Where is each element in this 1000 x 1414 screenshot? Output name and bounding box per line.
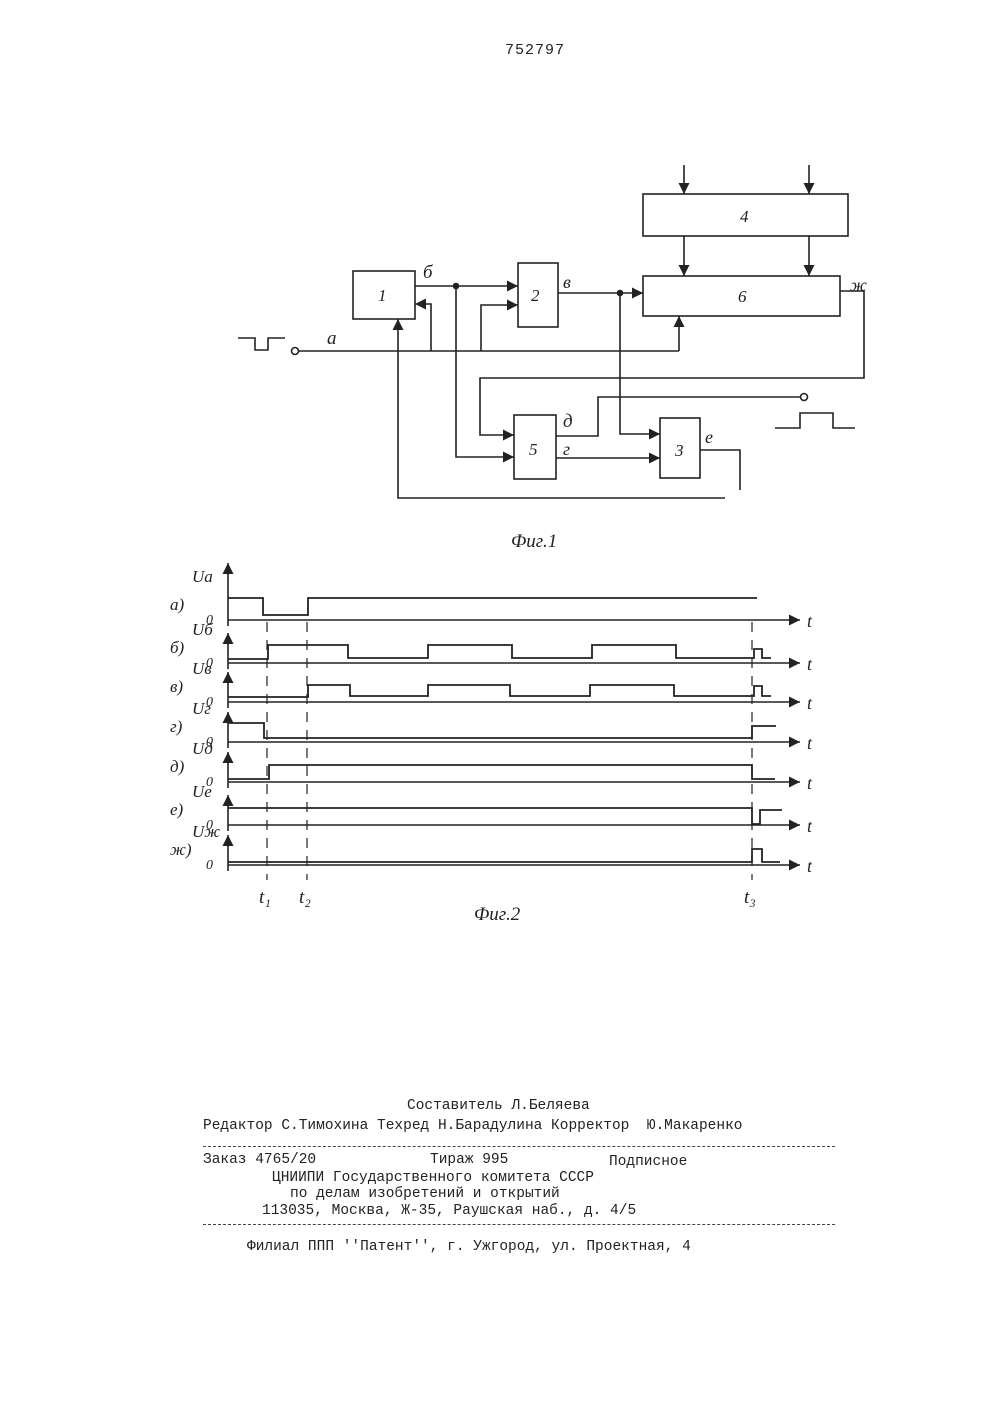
waveform-4 bbox=[228, 765, 775, 779]
row-t-label-2: t bbox=[807, 693, 813, 713]
row-t-label-4: t bbox=[807, 773, 813, 793]
row-t-label-6: t bbox=[807, 856, 813, 876]
row-axis-label-1: Uб bbox=[192, 620, 213, 639]
time-marker-label-1: t₂ bbox=[299, 887, 311, 908]
footer-circulation: Тираж 995 bbox=[430, 1152, 508, 1168]
time-marker-label-0: t₁ bbox=[259, 887, 271, 908]
figure-2-caption: Фиг.2 bbox=[474, 904, 521, 925]
row-t-label-3: t bbox=[807, 733, 813, 753]
waveform-6 bbox=[228, 849, 780, 862]
waveform-2 bbox=[228, 685, 771, 697]
time-marker-label-2: t₃ bbox=[744, 887, 756, 908]
footer-order: Заказ 4765/20 bbox=[203, 1152, 316, 1168]
footer-rule-2 bbox=[203, 1224, 835, 1225]
figure-2-timing-diagram: а)Uа0tб)Uб0tв)Uв0tг)Uг0tд)Uд0tе)Uе0tж)Uж… bbox=[0, 0, 1000, 940]
row-letter-5: е) bbox=[170, 800, 184, 819]
row-axis-label-0: Uа bbox=[192, 567, 213, 586]
footer-org-2: по делам изобретений и открытий bbox=[290, 1186, 560, 1202]
footer-subscription: Подписное bbox=[609, 1154, 687, 1170]
row-letter-1: б) bbox=[170, 638, 185, 657]
footer-address: 113035, Москва, Ж-35, Раушская наб., д. … bbox=[262, 1203, 636, 1219]
row-letter-4: д) bbox=[170, 757, 185, 776]
row-letter-0: а) bbox=[170, 595, 185, 614]
row-t-label-5: t bbox=[807, 816, 813, 836]
waveform-5 bbox=[228, 808, 782, 824]
footer-branch: Филиал ППП ''Патент'', г. Ужгород, ул. П… bbox=[247, 1239, 691, 1255]
footer-compiler: Составитель Л.Беляева bbox=[407, 1098, 590, 1114]
row-t-label-0: t bbox=[807, 611, 813, 631]
row-axis-label-2: Uв bbox=[192, 659, 212, 678]
row-t-label-1: t bbox=[807, 654, 813, 674]
row-letter-6: ж) bbox=[170, 840, 192, 859]
waveform-3 bbox=[228, 723, 776, 738]
row-axis-label-5: Uе bbox=[192, 782, 212, 801]
waveform-1 bbox=[228, 645, 771, 659]
row-axis-label-4: Uд bbox=[192, 739, 213, 758]
row-zero-6: 0 bbox=[206, 858, 213, 873]
footer-rule-1 bbox=[203, 1146, 835, 1147]
footer-editors: Редактор С.Тимохина Техред Н.Барадулина … bbox=[203, 1118, 743, 1134]
row-axis-label-3: Uг bbox=[192, 699, 211, 718]
row-letter-2: в) bbox=[170, 677, 183, 696]
footer-org-1: ЦНИИПИ Государственного комитета СССР bbox=[272, 1170, 594, 1186]
row-letter-3: г) bbox=[170, 717, 183, 736]
waveform-0 bbox=[228, 598, 757, 615]
row-axis-label-6: Uж bbox=[192, 822, 220, 841]
